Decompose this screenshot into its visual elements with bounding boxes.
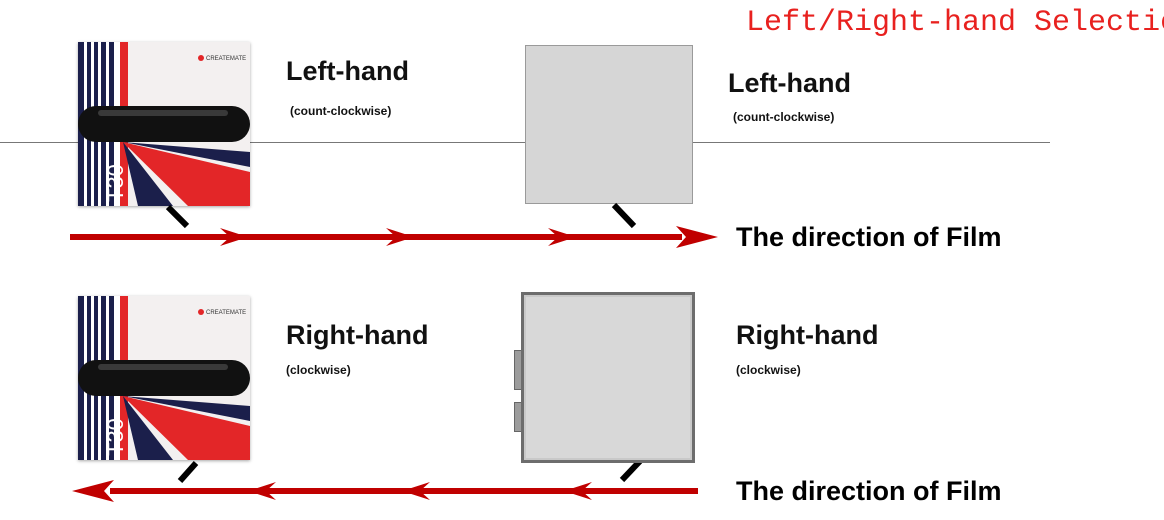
page-title: Left/Right-hand Selection (746, 6, 1164, 40)
bottom-film-direction-label: The direction of Film (736, 476, 1002, 506)
printer-model-label-2: T30 (103, 418, 128, 456)
blade-bottom-left (177, 461, 199, 483)
arrowhead-bottom-start (72, 480, 114, 502)
film-line-top (70, 234, 682, 240)
device-box-bottom (521, 292, 695, 463)
arrowhead-bottom-3 (564, 482, 592, 500)
printer-brand-label: CREATEMATE (206, 56, 246, 62)
blade-bottom-right (619, 458, 643, 483)
bottom-right-hand-label: Right-hand (736, 320, 879, 350)
bottom-right-hand-sublabel: (clockwise) (736, 363, 801, 377)
top-right-hand-label: Left-hand (728, 68, 851, 98)
bottom-left-hand-sublabel: (clockwise) (286, 363, 351, 377)
top-right-hand-sublabel: (count-clockwise) (733, 110, 835, 124)
printer-image-right-hand: T30 CREATEMATE (78, 296, 250, 460)
printer-model-label: T30 (103, 164, 128, 202)
arrowhead-top-end (676, 226, 718, 248)
arrowhead-top-1 (220, 228, 248, 246)
top-film-direction-label: The direction of Film (736, 222, 1002, 252)
bottom-left-hand-label: Right-hand (286, 320, 429, 350)
blade-top-right (611, 202, 637, 229)
arrowhead-bottom-2 (402, 482, 430, 500)
top-left-hand-sublabel: (count-clockwise) (290, 104, 392, 118)
arrowhead-top-2 (386, 228, 414, 246)
blade-top-left (165, 204, 190, 229)
printer-image-left-hand: T30 CREATEMATE (78, 42, 250, 206)
device-box-top (525, 45, 693, 204)
printer-brand-label-2: CREATEMATE (206, 310, 246, 316)
arrowhead-bottom-1 (248, 482, 276, 500)
top-left-hand-label: Left-hand (286, 56, 409, 86)
arrowhead-top-3 (548, 228, 576, 246)
